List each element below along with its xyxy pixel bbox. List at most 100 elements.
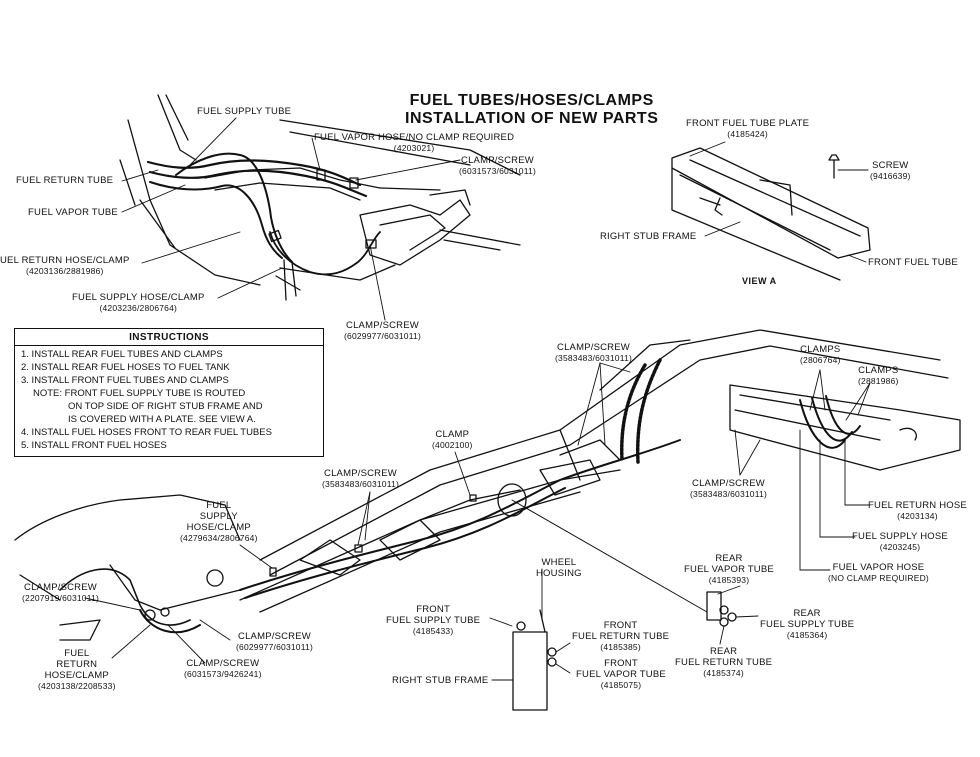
part-name-line: WHEEL <box>541 557 577 568</box>
label-right-stub-frame-top: RIGHT STUB FRAME <box>600 231 697 242</box>
part-number: (6031573/6031011) <box>459 166 536 176</box>
label-fuel-return-hose-clamp-low: FUEL RETURN HOSE/CLAMP (4203138/2208533) <box>38 648 116 692</box>
part-name-line: HOUSING <box>536 568 582 579</box>
part-name: CLAMP <box>435 429 470 440</box>
label-rear-fuel-vapor-tube: REAR FUEL VAPOR TUBE (4185393) <box>684 553 774 586</box>
part-number: (4185075) <box>600 680 642 690</box>
diagram-title: FUEL TUBES/HOSES/CLAMPS INSTALLATION OF … <box>405 92 658 128</box>
part-number: (4203134) <box>897 511 938 521</box>
part-name: CLAMP/SCREW <box>186 658 260 669</box>
label-fuel-supply-hose-rear: FUEL SUPPLY HOSE (4203245) <box>852 531 948 553</box>
part-number: (4203236/2806764) <box>99 303 178 313</box>
label-clamps-a: CLAMPS (2806764) <box>800 344 841 366</box>
part-name-line: HOSE/CLAMP <box>44 670 109 681</box>
label-fuel-supply-tube: FUEL SUPPLY TUBE <box>197 106 292 117</box>
title-line-2: INSTALLATION OF NEW PARTS <box>405 110 659 127</box>
instructions-header: INSTRUCTIONS <box>15 329 323 346</box>
part-number: (4203136/2881986) <box>25 266 104 276</box>
label-fuel-return-hose-clamp-top: UEL RETURN HOSE/CLAMP (4203136/2881986) <box>0 255 129 277</box>
part-name: CLAMP/SCREW <box>557 342 630 353</box>
part-number: (4185393) <box>708 575 750 585</box>
part-name-line: FUEL SUPPLY TUBE <box>760 619 855 630</box>
part-number: (4203021) <box>393 143 435 153</box>
part-name: FUEL VAPOR HOSE <box>832 562 925 573</box>
part-name: SCREW <box>872 160 909 171</box>
part-number: (9416639) <box>870 171 911 181</box>
part-number: (6029977/6031011) <box>236 642 313 652</box>
lower-assembly-drawing <box>14 329 961 641</box>
part-number: (4185433) <box>412 626 454 636</box>
instruction-step: 5. INSTALL FRONT FUEL HOSES <box>21 440 167 451</box>
part-name: CLAMPS <box>858 365 899 376</box>
part-name: FUEL SUPPLY HOSE/CLAMP <box>72 292 205 303</box>
part-name-line: FUEL SUPPLY TUBE <box>386 615 481 626</box>
label-screw: SCREW (9416639) <box>870 160 911 182</box>
part-name-line: REAR <box>793 608 821 619</box>
part-name: FUEL VAPOR HOSE/NO CLAMP REQUIRED <box>314 132 515 143</box>
part-name-line: FUEL RETURN TUBE <box>572 631 670 642</box>
part-number: (3583483/6031011) <box>555 353 632 363</box>
part-name-line: FUEL RETURN TUBE <box>675 657 773 668</box>
part-number: (2881986) <box>858 376 899 386</box>
label-clamp-screw-top: CLAMP/SCREW (6031573/6031011) <box>459 155 536 177</box>
part-number: (3583483/6031011) <box>690 489 767 499</box>
part-number: (4185385) <box>600 642 641 652</box>
label-fuel-supply-hose-clamp-top: FUEL SUPPLY HOSE/CLAMP (4203236/2806764) <box>72 292 205 314</box>
part-name: UEL RETURN HOSE/CLAMP <box>0 255 130 266</box>
part-number: (6031573/9426241) <box>184 669 262 679</box>
instruction-step: 2. INSTALL REAR FUEL HOSES TO FUEL TANK <box>21 362 230 373</box>
leader-lines <box>84 117 871 681</box>
part-name: FUEL RETURN HOSE <box>868 500 967 511</box>
part-number: (4185424) <box>727 129 768 139</box>
label-fuel-vapor-tube: FUEL VAPOR TUBE <box>28 207 118 218</box>
label-clamp-screw-rear-mid: CLAMP/SCREW (3583483/6031011) <box>690 478 767 500</box>
part-name-line: REAR <box>709 646 738 657</box>
part-name-line: FRONT <box>416 604 450 615</box>
part-name: CLAMP/SCREW <box>346 320 419 331</box>
instructions-list: 1. INSTALL REAR FUEL TUBES AND CLAMPS 2.… <box>15 348 323 452</box>
part-name-line: FRONT <box>604 658 638 669</box>
label-wheel-housing: WHEEL HOUSING <box>536 557 582 579</box>
part-number: (NO CLAMP REQUIRED) <box>828 573 929 583</box>
part-number: (4185364) <box>786 630 828 640</box>
instructions-box: INSTRUCTIONS 1. INSTALL REAR FUEL TUBES … <box>14 328 324 457</box>
label-rear-fuel-supply-tube: REAR FUEL SUPPLY TUBE (4185364) <box>760 608 854 641</box>
part-name-line: RETURN <box>56 659 98 670</box>
instruction-step: 4. INSTALL FUEL HOSES FRONT TO REAR FUEL… <box>21 427 272 438</box>
part-name: CLAMP/SCREW <box>324 468 397 479</box>
part-number: (4279634/2806764) <box>180 533 258 543</box>
part-name: CLAMP/SCREW <box>238 631 311 642</box>
part-name-line: FUEL <box>64 648 90 659</box>
part-name-line: REAR <box>715 553 743 564</box>
part-number: (2806764) <box>800 355 841 365</box>
label-clamp-screw-low-a: CLAMP/SCREW (6029977/6031011) <box>236 631 313 653</box>
part-number: (6029977/6031011) <box>344 331 421 341</box>
instruction-note-line: ON TOP SIDE OF RIGHT STUB FRAME AND <box>68 401 263 412</box>
label-clamp-screw-low-b: CLAMP/SCREW (6031573/9426241) <box>184 658 262 680</box>
instruction-step: 3. INSTALL FRONT FUEL TUBES AND CLAMPS <box>21 375 229 386</box>
instruction-step: 1. INSTALL REAR FUEL TUBES AND CLAMPS <box>21 349 223 360</box>
instruction-note-line: IS COVERED WITH A PLATE. SEE VIEW A. <box>68 414 256 425</box>
label-fuel-vapor-hose-top: FUEL VAPOR HOSE/NO CLAMP REQUIRED (42030… <box>314 132 514 154</box>
part-number: (2207919/6031011) <box>22 593 99 603</box>
label-clamp-screw-low-mid: CLAMP/SCREW (3583483/6031011) <box>322 468 399 490</box>
label-clamp-screw-low-left: CLAMP/SCREW (2207919/6031011) <box>22 582 99 604</box>
part-name-line: FUEL VAPOR TUBE <box>684 564 774 575</box>
label-clamp-screw-rear-top: CLAMP/SCREW (3583483/6031011) <box>555 342 632 364</box>
label-right-stub-frame-low: RIGHT STUB FRAME <box>392 675 489 686</box>
part-name-line: FUEL <box>206 500 232 511</box>
part-name: CLAMP/SCREW <box>24 582 97 593</box>
part-name: CLAMP/SCREW <box>692 478 765 489</box>
part-name-line: HOSE/CLAMP <box>186 522 251 533</box>
label-front-fuel-return-tube: FRONT FUEL RETURN TUBE (4185385) <box>572 620 669 653</box>
label-clamp-screw-mid: CLAMP/SCREW (6029977/6031011) <box>344 320 421 342</box>
view-a-label: VIEW A <box>742 276 777 286</box>
label-front-fuel-tube: FRONT FUEL TUBE <box>868 257 958 268</box>
part-name-line: FRONT <box>603 620 638 631</box>
title-line-1: FUEL TUBES/HOSES/CLAMPS <box>409 92 654 109</box>
label-fuel-supply-hose-clamp-low: FUEL SUPPLY HOSE/CLAMP (4279634/2806764) <box>180 500 258 544</box>
label-clamp: CLAMP (4002100) <box>432 429 473 451</box>
part-name: CLAMP/SCREW <box>461 155 534 166</box>
part-number: (4002100) <box>432 440 473 450</box>
